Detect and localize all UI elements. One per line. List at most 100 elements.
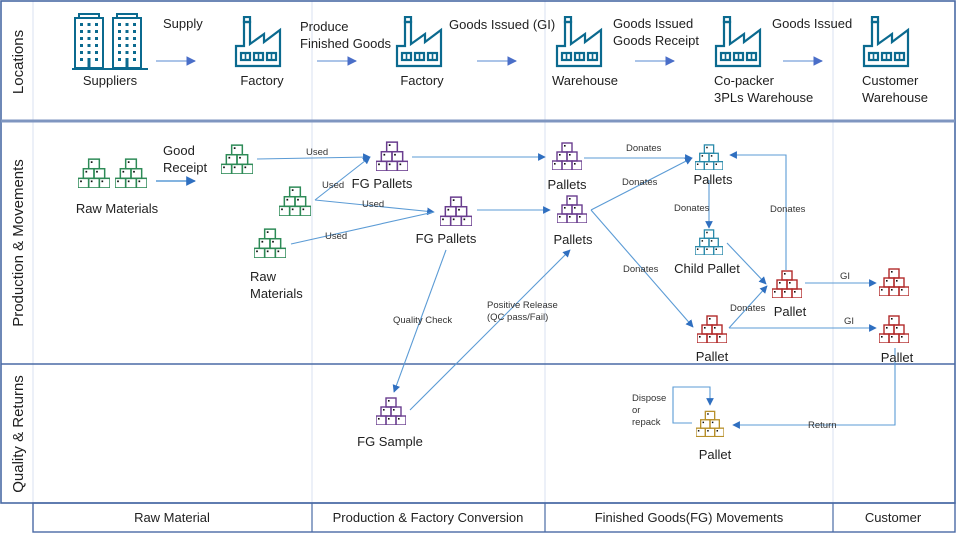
pallet-label: Child Pallet	[674, 261, 740, 276]
pallet-node: Raw Materials	[76, 158, 159, 216]
edge-label-used: Used	[362, 199, 384, 210]
pallet-stack-icon	[695, 229, 723, 255]
pallet-node: Pallet	[879, 315, 914, 365]
pallet-stack-icon	[115, 158, 147, 188]
pallet-node: Pallet	[772, 270, 807, 319]
pallet-node: Pallets	[693, 144, 733, 187]
pallet-stack-icon	[221, 144, 253, 174]
edge-donates	[729, 151, 787, 270]
column-header-row	[32, 502, 956, 533]
pallet-stack-icon	[695, 144, 723, 170]
pallet-label: Pallets	[693, 172, 733, 187]
pallet-label: Pallets	[547, 177, 587, 192]
edge-label-donates: Donates	[622, 177, 658, 188]
lane-title-locations: Locations	[10, 30, 27, 94]
pallet-node	[115, 158, 147, 188]
pallet-stack-icon	[557, 195, 587, 223]
pallet-node: Pallet	[696, 410, 732, 462]
pallet-stack-icon	[376, 397, 406, 425]
edge-used	[314, 199, 435, 216]
pallet-label: Pallets	[553, 232, 593, 247]
edge-donates	[728, 285, 768, 329]
factory-icon	[234, 16, 282, 68]
pallet-stack-icon	[696, 410, 724, 437]
edge-donates	[590, 157, 693, 211]
lane-title-quality: Quality & Returns	[10, 375, 27, 493]
edge-return	[732, 348, 896, 429]
column-title-fg-movements: Finished Goods(FG) Movements	[595, 510, 784, 525]
edge-label-used: Used	[322, 180, 344, 191]
pallet-stack-icon	[697, 315, 727, 343]
pallet-node: Pallet	[696, 315, 729, 364]
edge-used	[290, 211, 435, 245]
edge-used	[314, 156, 371, 201]
production-edges	[156, 151, 896, 429]
edge-donates	[726, 242, 767, 285]
pallet-stack-icon	[772, 270, 802, 298]
pallet-label: Raw Materials	[76, 201, 159, 216]
pallet-node	[279, 186, 311, 216]
pallet-label: Pallet	[774, 304, 807, 319]
pallet-label: Pallet	[881, 350, 914, 365]
pallet-node: Pallets	[553, 195, 593, 247]
edge-label-donates: Donates	[623, 264, 659, 275]
edge-label-return: Return	[808, 420, 837, 431]
flow-label: Goods Issued (GI)	[449, 17, 555, 32]
column-title-raw-material: Raw Material	[134, 510, 210, 525]
edge-donates	[590, 209, 694, 328]
pallet-node: Pallets	[547, 142, 587, 192]
edge-label-donates: Donates	[730, 303, 766, 314]
column-title-production: Production & Factory Conversion	[333, 510, 524, 525]
factory-icon	[714, 16, 762, 68]
location-label: Suppliers	[83, 73, 138, 88]
pallet-stack-icon	[879, 268, 909, 296]
pallet-stack-icon	[552, 142, 582, 170]
pallet-node: FG Pallets	[416, 196, 477, 246]
edge-label-used: Used	[306, 147, 328, 158]
edge-label-donates: Donates	[626, 143, 662, 154]
location-label: Factory	[240, 73, 284, 88]
locations-lane: Suppliers Factory Factory Warehouse Co-p…	[72, 13, 928, 105]
edge-dispose-repack	[672, 386, 714, 424]
column-title-customer: Customer	[865, 510, 922, 525]
edge-label-positive-release: Positive Release(QC pass/Fail)	[487, 300, 558, 323]
pallet-node: FG Pallets	[352, 141, 413, 191]
edge-positive-release	[409, 249, 571, 411]
pallet-stack-icon	[78, 158, 110, 188]
location-label: Warehouse	[552, 73, 618, 88]
pallet-node	[879, 268, 909, 296]
edge-label-donates: Donates	[674, 203, 710, 214]
edge-quality-check	[392, 249, 447, 393]
lane-title-production: Production & Movements	[10, 159, 27, 327]
office-building-icon	[74, 13, 104, 69]
pallet-stack-icon	[279, 186, 311, 216]
pallet-label: Pallet	[696, 349, 729, 364]
location-label: Factory	[400, 73, 444, 88]
pallet-label: FG Pallets	[352, 176, 413, 191]
pallet-label: FG Sample	[357, 434, 423, 449]
pallet-node: Child Pallet	[674, 229, 740, 276]
pallet-label: Pallet	[699, 447, 732, 462]
edge-label-quality-check: Quality Check	[393, 315, 452, 326]
edge-label-donates: Donates	[770, 204, 806, 215]
pallet-node	[221, 144, 253, 174]
edge-label-gi: GI	[844, 316, 854, 327]
flow-label: Supply	[163, 16, 203, 31]
pallet-label: FG Pallets	[416, 231, 477, 246]
factory-icon	[862, 16, 910, 68]
pallet-stack-icon	[376, 141, 408, 171]
pallet-node: FG Sample	[357, 397, 423, 449]
flow-label: Goods Issued	[772, 16, 852, 31]
